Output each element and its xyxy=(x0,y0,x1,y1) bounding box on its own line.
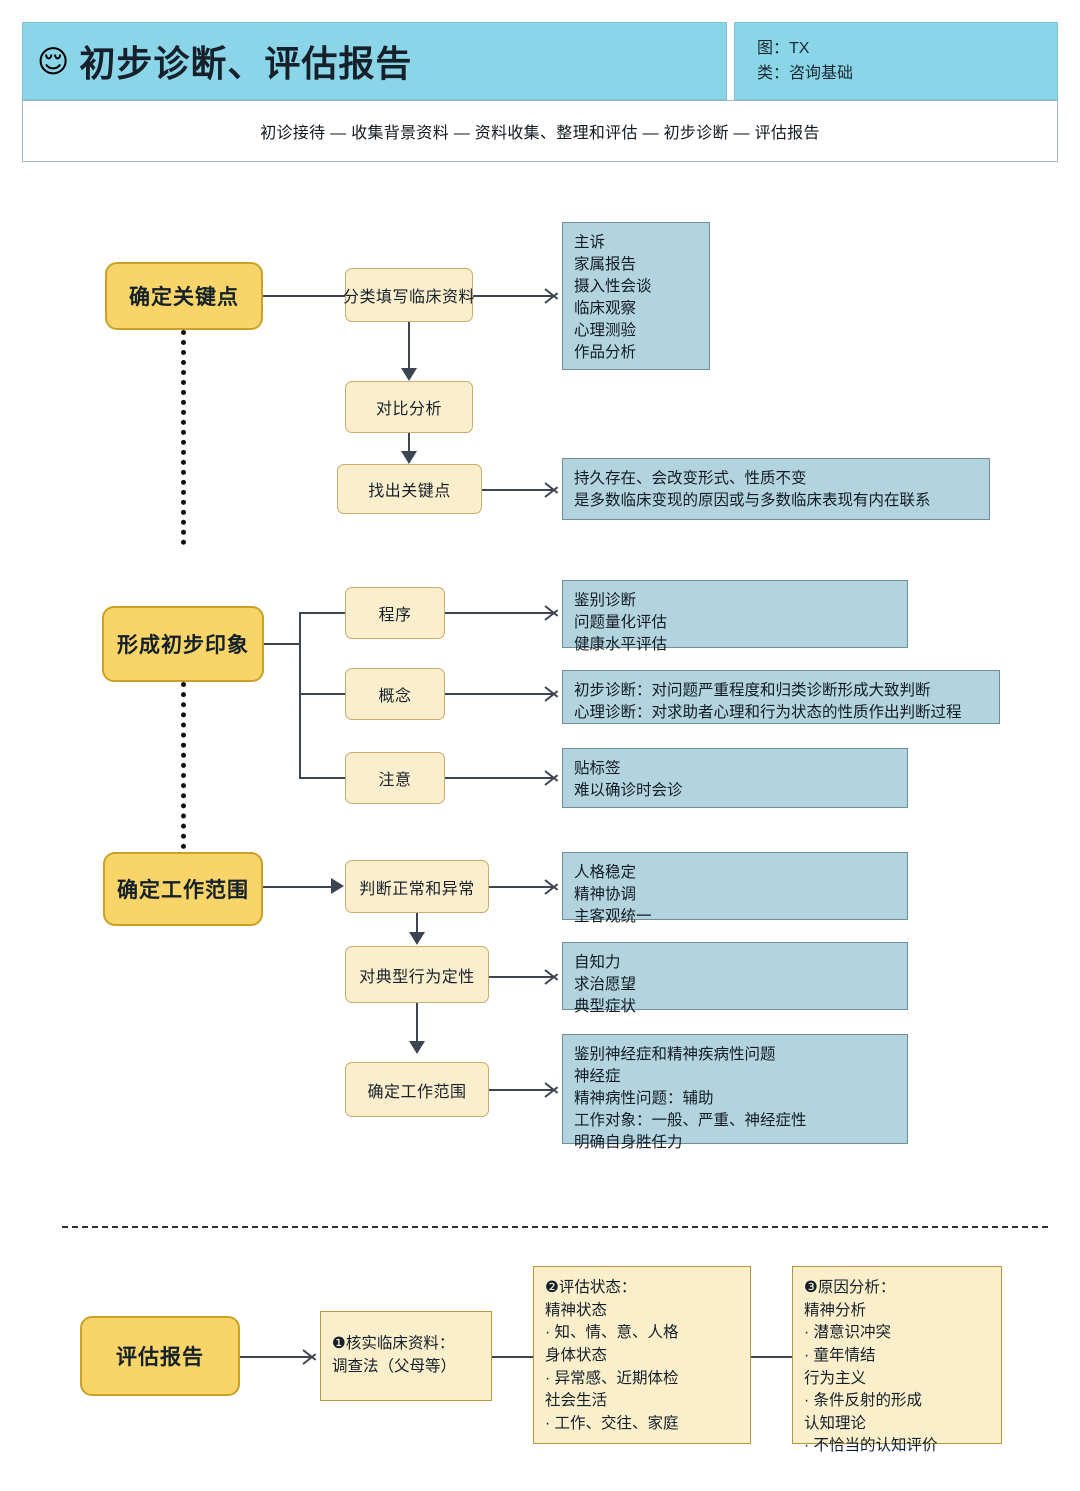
connector-step3-to-info2 xyxy=(482,489,553,491)
arrowhead-step3 xyxy=(401,451,417,464)
page-title: 初步诊断、评估报告 xyxy=(79,43,413,84)
card-cause-analysis: ❸原因分析： 精神分析 · 潜意识冲突 · 童年情结 行为主义 · 条件反射的形… xyxy=(792,1266,1002,1454)
meta-category: 类：咨询基础 xyxy=(757,64,854,82)
arrowhead-info2 xyxy=(545,479,560,499)
arrowhead-info-attention xyxy=(545,767,560,787)
step-node-contrast-analysis[interactable]: 对比分析 xyxy=(345,381,473,433)
info-box-work-scope-detail: 鉴别神经症和精神疾病性问题 神经症 精神病性问题：辅助 工作对象：一般、严重、神… xyxy=(562,1034,908,1151)
info-box-key-point-traits: 持久存在、会改变形式、性质不变 是多数临床变现的原因或与多数临床表现有内在联系 xyxy=(562,458,990,520)
connector-key-point-to-step1 xyxy=(263,295,345,297)
main-node-first-impression[interactable]: 形成初步印象 xyxy=(102,606,264,682)
card-verify-clinical-data: ❶核实临床资料： 调查法（父母等） xyxy=(320,1311,492,1401)
step-node-find-key-point[interactable]: 找出关键点 xyxy=(337,464,482,514)
connector-typify-to-info xyxy=(489,976,553,978)
arrowhead-info-scope xyxy=(545,1079,560,1099)
step-node-define-work-scope[interactable]: 确定工作范围 xyxy=(345,1062,489,1117)
main-node-key-point[interactable]: 确定关键点 xyxy=(105,262,263,330)
info-box-procedure: 鉴别诊断 问题量化评估 健康水平评估 xyxy=(562,580,908,653)
step-node-attention[interactable]: 注意 xyxy=(345,752,445,804)
arrowhead-info1 xyxy=(545,285,560,305)
connector-card1-to-card2 xyxy=(492,1356,534,1358)
card-assess-state: ❷评估状态： 精神状态 · 知、情、意、人格 身体状态 · 异常感、近期体检 社… xyxy=(533,1266,751,1444)
header-meta-panel: 图：TX 类：咨询基础 xyxy=(734,22,1058,100)
arrowhead-info-procedure xyxy=(545,602,560,622)
step-node-judge-normal-abnormal[interactable]: 判断正常和异常 xyxy=(345,860,489,913)
arrowhead-workscope-step1 xyxy=(331,878,344,894)
connector-impression-bracket xyxy=(299,613,301,779)
connector-card2-to-card3 xyxy=(751,1356,793,1358)
relieved-face-icon: 😌 xyxy=(37,43,70,79)
meta-figure: 图：TX xyxy=(757,40,810,57)
arrowhead-scope xyxy=(409,1041,425,1054)
connector-impression-branch-2 xyxy=(299,693,346,695)
connector-impression-branch-3 xyxy=(299,777,346,779)
connector-procedure-to-info xyxy=(445,612,553,614)
connector-judge-to-typify xyxy=(416,913,418,941)
main-node-work-scope[interactable]: 确定工作范围 xyxy=(103,852,263,926)
connector-step-judge-to-info xyxy=(489,886,553,888)
connector-report-to-card1 xyxy=(240,1356,312,1358)
connector-step2-to-step3 xyxy=(408,433,410,463)
spine-dotted-1 xyxy=(181,330,191,545)
connector-impression-branch-1 xyxy=(299,612,346,614)
arrowhead-info-judge xyxy=(545,876,560,896)
info-box-normal-criteria: 人格稳定 精神协调 主客观统一 xyxy=(562,852,908,925)
connector-concept-to-info xyxy=(445,693,553,695)
connector-impression-stem xyxy=(264,643,300,645)
arrowhead-info-concept xyxy=(545,683,560,703)
info-box-typify-criteria: 自知力 求治愿望 典型症状 xyxy=(562,942,908,1015)
breadcrumb-text: 初诊接待 — 收集背景资料 — 资料收集、整理和评估 — 初步诊断 — 评估报告 xyxy=(260,125,820,142)
step-node-procedure[interactable]: 程序 xyxy=(345,587,445,639)
step-node-classify-clinical-data[interactable]: 分类填写临床资料 xyxy=(343,268,475,322)
connector-step1-to-info1 xyxy=(473,295,553,297)
info-box-attention: 贴标签 难以确诊时会诊 xyxy=(562,748,908,808)
breadcrumb: 初诊接待 — 收集背景资料 — 资料收集、整理和评估 — 初步诊断 — 评估报告 xyxy=(22,100,1058,162)
info-box-clinical-data-sources: 主诉 家属报告 摄入性会谈 临床观察 心理测验 作品分析 xyxy=(562,222,710,370)
arrowhead-card1 xyxy=(303,1346,318,1366)
arrowhead-step2 xyxy=(401,368,417,381)
header: 😌 初步诊断、评估报告 图：TX 类：咨询基础 xyxy=(22,22,1058,100)
arrowhead-typify xyxy=(409,932,425,945)
step-node-concept[interactable]: 概念 xyxy=(345,668,445,720)
info-box-concept: 初步诊断：对问题严重程度和归类诊断形成大致判断 心理诊断：对求助者心理和行为状态… xyxy=(562,670,1000,724)
header-title-panel: 😌 初步诊断、评估报告 xyxy=(22,22,727,100)
connector-step1-to-step2 xyxy=(408,322,410,374)
spine-dotted-2 xyxy=(181,682,191,849)
main-node-assessment-report[interactable]: 评估报告 xyxy=(80,1316,240,1396)
connector-scope-to-info xyxy=(489,1089,553,1091)
connector-attention-to-info xyxy=(445,777,553,779)
section-divider xyxy=(62,1226,1048,1228)
connector-typify-to-scope xyxy=(416,1003,418,1047)
connector-workscope-to-step1 xyxy=(263,886,335,888)
step-node-typify-behavior[interactable]: 对典型行为定性 xyxy=(345,946,489,1003)
arrowhead-info-typify xyxy=(545,966,560,986)
